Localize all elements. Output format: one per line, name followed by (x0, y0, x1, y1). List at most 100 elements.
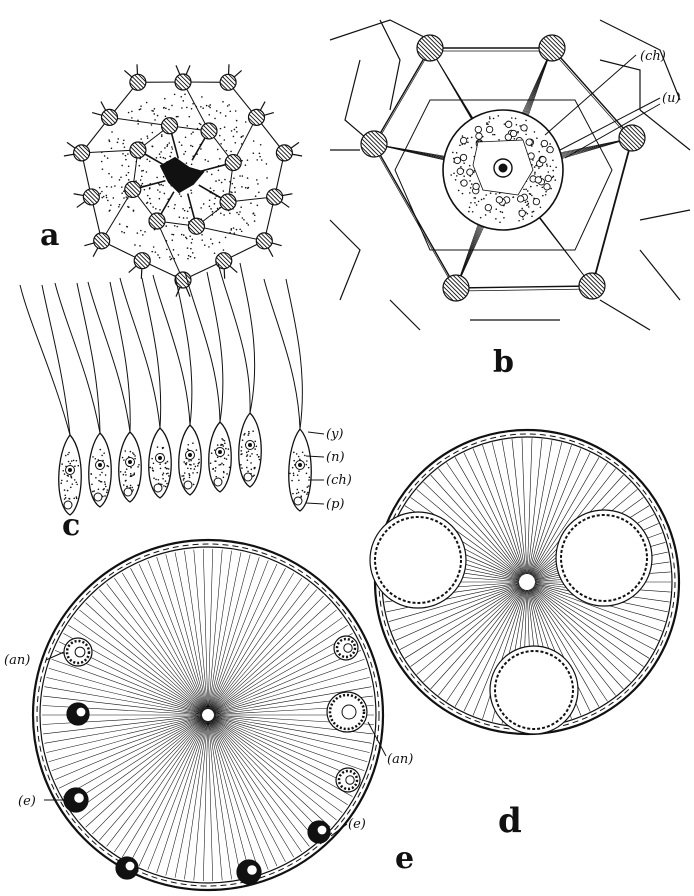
panel-e-label-e-left: (e) (18, 794, 36, 809)
panel-e-label-an-left: (an) (4, 653, 30, 668)
panel-b-label-u: (u) (662, 91, 681, 106)
connecting-strand (592, 141, 632, 289)
granule (460, 137, 466, 143)
colony-cell (220, 194, 236, 210)
neighbour-cell (539, 35, 565, 61)
daughter-colony (490, 646, 578, 734)
connecting-strand (552, 48, 632, 138)
panel-b-cell-detail (330, 20, 690, 330)
background-cell-wall (600, 300, 650, 330)
daughter-colony (556, 510, 652, 606)
colony-cell (74, 145, 90, 161)
egg-highlight (318, 826, 327, 835)
colony-cell (130, 142, 146, 158)
granule (521, 125, 527, 131)
panel-d-letter: d (498, 801, 522, 841)
daughter-colony (370, 512, 466, 608)
granule (544, 184, 550, 190)
granule (526, 139, 532, 145)
granule (505, 121, 511, 127)
panel-e-letter: e (395, 841, 414, 876)
egg-highlight (77, 708, 86, 717)
egg-highlight (247, 865, 257, 875)
neighbour-cell (443, 275, 469, 301)
label-leader (560, 98, 660, 150)
granule (457, 168, 463, 174)
colony-cell (256, 233, 272, 249)
colony-cell (149, 213, 165, 229)
inner-network (157, 221, 183, 280)
granule (547, 146, 553, 152)
colony-cell (248, 109, 264, 125)
panel-d-colony-section (370, 430, 679, 734)
connecting-strand (456, 289, 592, 291)
panel-c-label-p: (p) (326, 497, 344, 512)
granule (486, 126, 492, 132)
colony-cell (162, 118, 178, 134)
panel-c-label-ch: (ch) (326, 473, 352, 488)
colony-cell (225, 155, 241, 171)
colony-cell (188, 218, 204, 234)
panel-e-label-e-right: (e) (348, 817, 366, 832)
egg-highlight (126, 862, 135, 871)
connecting-strand (456, 286, 592, 288)
neighbour-cell (619, 125, 645, 151)
granule (473, 183, 479, 189)
flagellate-cell (20, 285, 81, 515)
colony-cell (125, 181, 141, 197)
neighbour-cell (417, 35, 443, 61)
granule (541, 140, 547, 146)
label-leader (545, 55, 636, 135)
neighbour-cell (579, 273, 605, 299)
granule (505, 134, 511, 140)
flagellate-cell (264, 279, 311, 511)
panel-c-flagellate-cells (20, 263, 324, 515)
panel-a-letter: a (40, 218, 59, 253)
connecting-strand (374, 48, 430, 144)
granule (545, 175, 551, 181)
colony-cell (102, 109, 118, 125)
colony-cell (201, 123, 217, 139)
panel-b-letter: b (493, 345, 514, 380)
background-cell-wall (390, 300, 420, 330)
granule (540, 156, 546, 162)
granule (454, 157, 460, 163)
panel-a-colony (64, 64, 302, 296)
panel-b-label-ch: (ch) (640, 49, 666, 64)
granule (485, 204, 491, 210)
background-cell-wall (600, 60, 640, 110)
colony-cell (216, 253, 232, 269)
granule (461, 180, 467, 186)
nucleolus (499, 164, 507, 172)
colony-cell (94, 233, 110, 249)
neighbour-cell (361, 131, 387, 157)
colony-cell (134, 253, 150, 269)
label-leader (308, 432, 324, 434)
background-cell-wall (640, 250, 680, 300)
colony-cell (175, 74, 191, 90)
inner-network (110, 117, 170, 125)
label-leader (306, 503, 324, 504)
connecting-strand (374, 51, 430, 147)
granule (496, 197, 502, 203)
panel-c-label-y: (y) (326, 427, 344, 442)
granule (475, 126, 481, 132)
connecting-strand (592, 138, 632, 286)
granule (519, 210, 525, 216)
panel-e-label-an-right: (an) (387, 752, 413, 767)
inner-network (196, 226, 264, 241)
granule (533, 198, 539, 204)
colony-cell (276, 145, 292, 161)
background-cell-wall (330, 20, 430, 40)
panel-c-letter: c (62, 508, 80, 543)
colony-cell (220, 74, 236, 90)
colony-cell (267, 189, 283, 205)
colony-cell (130, 74, 146, 90)
background-cell-wall (640, 210, 690, 220)
label-leader (565, 104, 660, 158)
granule (460, 154, 466, 160)
granule (517, 196, 523, 202)
granule (476, 133, 482, 139)
colony-cell (83, 189, 99, 205)
